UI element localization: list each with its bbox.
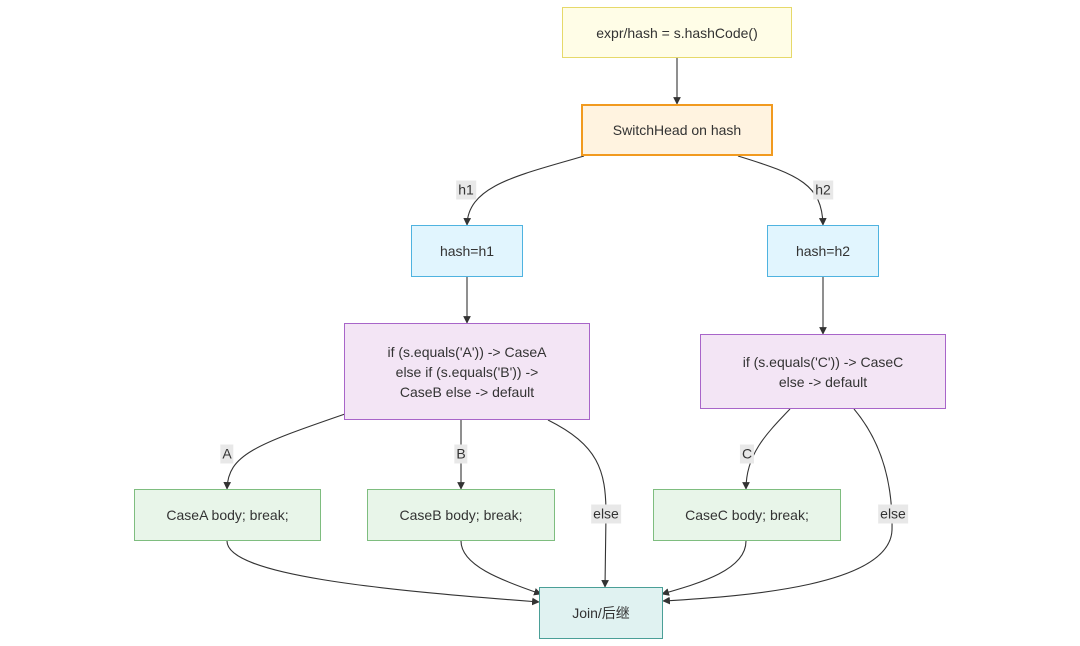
edge-case-b-to-join [460,540,542,596]
node-hash-h1: hash=h1 [411,225,523,277]
node-if-equals-c: if (s.equals('C')) -> CaseC else -> defa… [700,334,946,409]
edge-label-else-ab: else [591,504,621,524]
node-if-equals-a-b: if (s.equals('A')) -> CaseA else if (s.e… [344,323,590,420]
edge-if-ab-to-case-a [223,413,346,490]
edge-label-h1: h1 [456,180,476,200]
edge-label-b: B [454,444,468,464]
node-switch-head: SwitchHead on hash [581,104,773,156]
edge-switch-to-h2 [737,155,827,226]
node-case-c-body: CaseC body; break; [653,489,841,541]
node-expr-hash: expr/hash = s.hashCode() [562,7,792,58]
edge-switch-to-h1 [463,155,585,226]
edge-label-else-c: else [878,504,908,524]
edge-if-c-to-join-else [662,408,893,605]
edge-label-c: C [739,444,755,464]
edge-if-ab-to-join-else [547,419,609,588]
edge-case-c-to-join [661,540,747,596]
node-hash-h2: hash=h2 [767,225,879,277]
edge-if-c-to-case-c [742,408,791,490]
edge-case-a-to-join [226,540,540,606]
edge-label-a: A [220,444,234,464]
node-case-a-body: CaseA body; break; [134,489,321,541]
node-case-b-body: CaseB body; break; [367,489,555,541]
node-join: Join/后继 [539,587,663,639]
edge-label-h2: h2 [813,180,833,200]
